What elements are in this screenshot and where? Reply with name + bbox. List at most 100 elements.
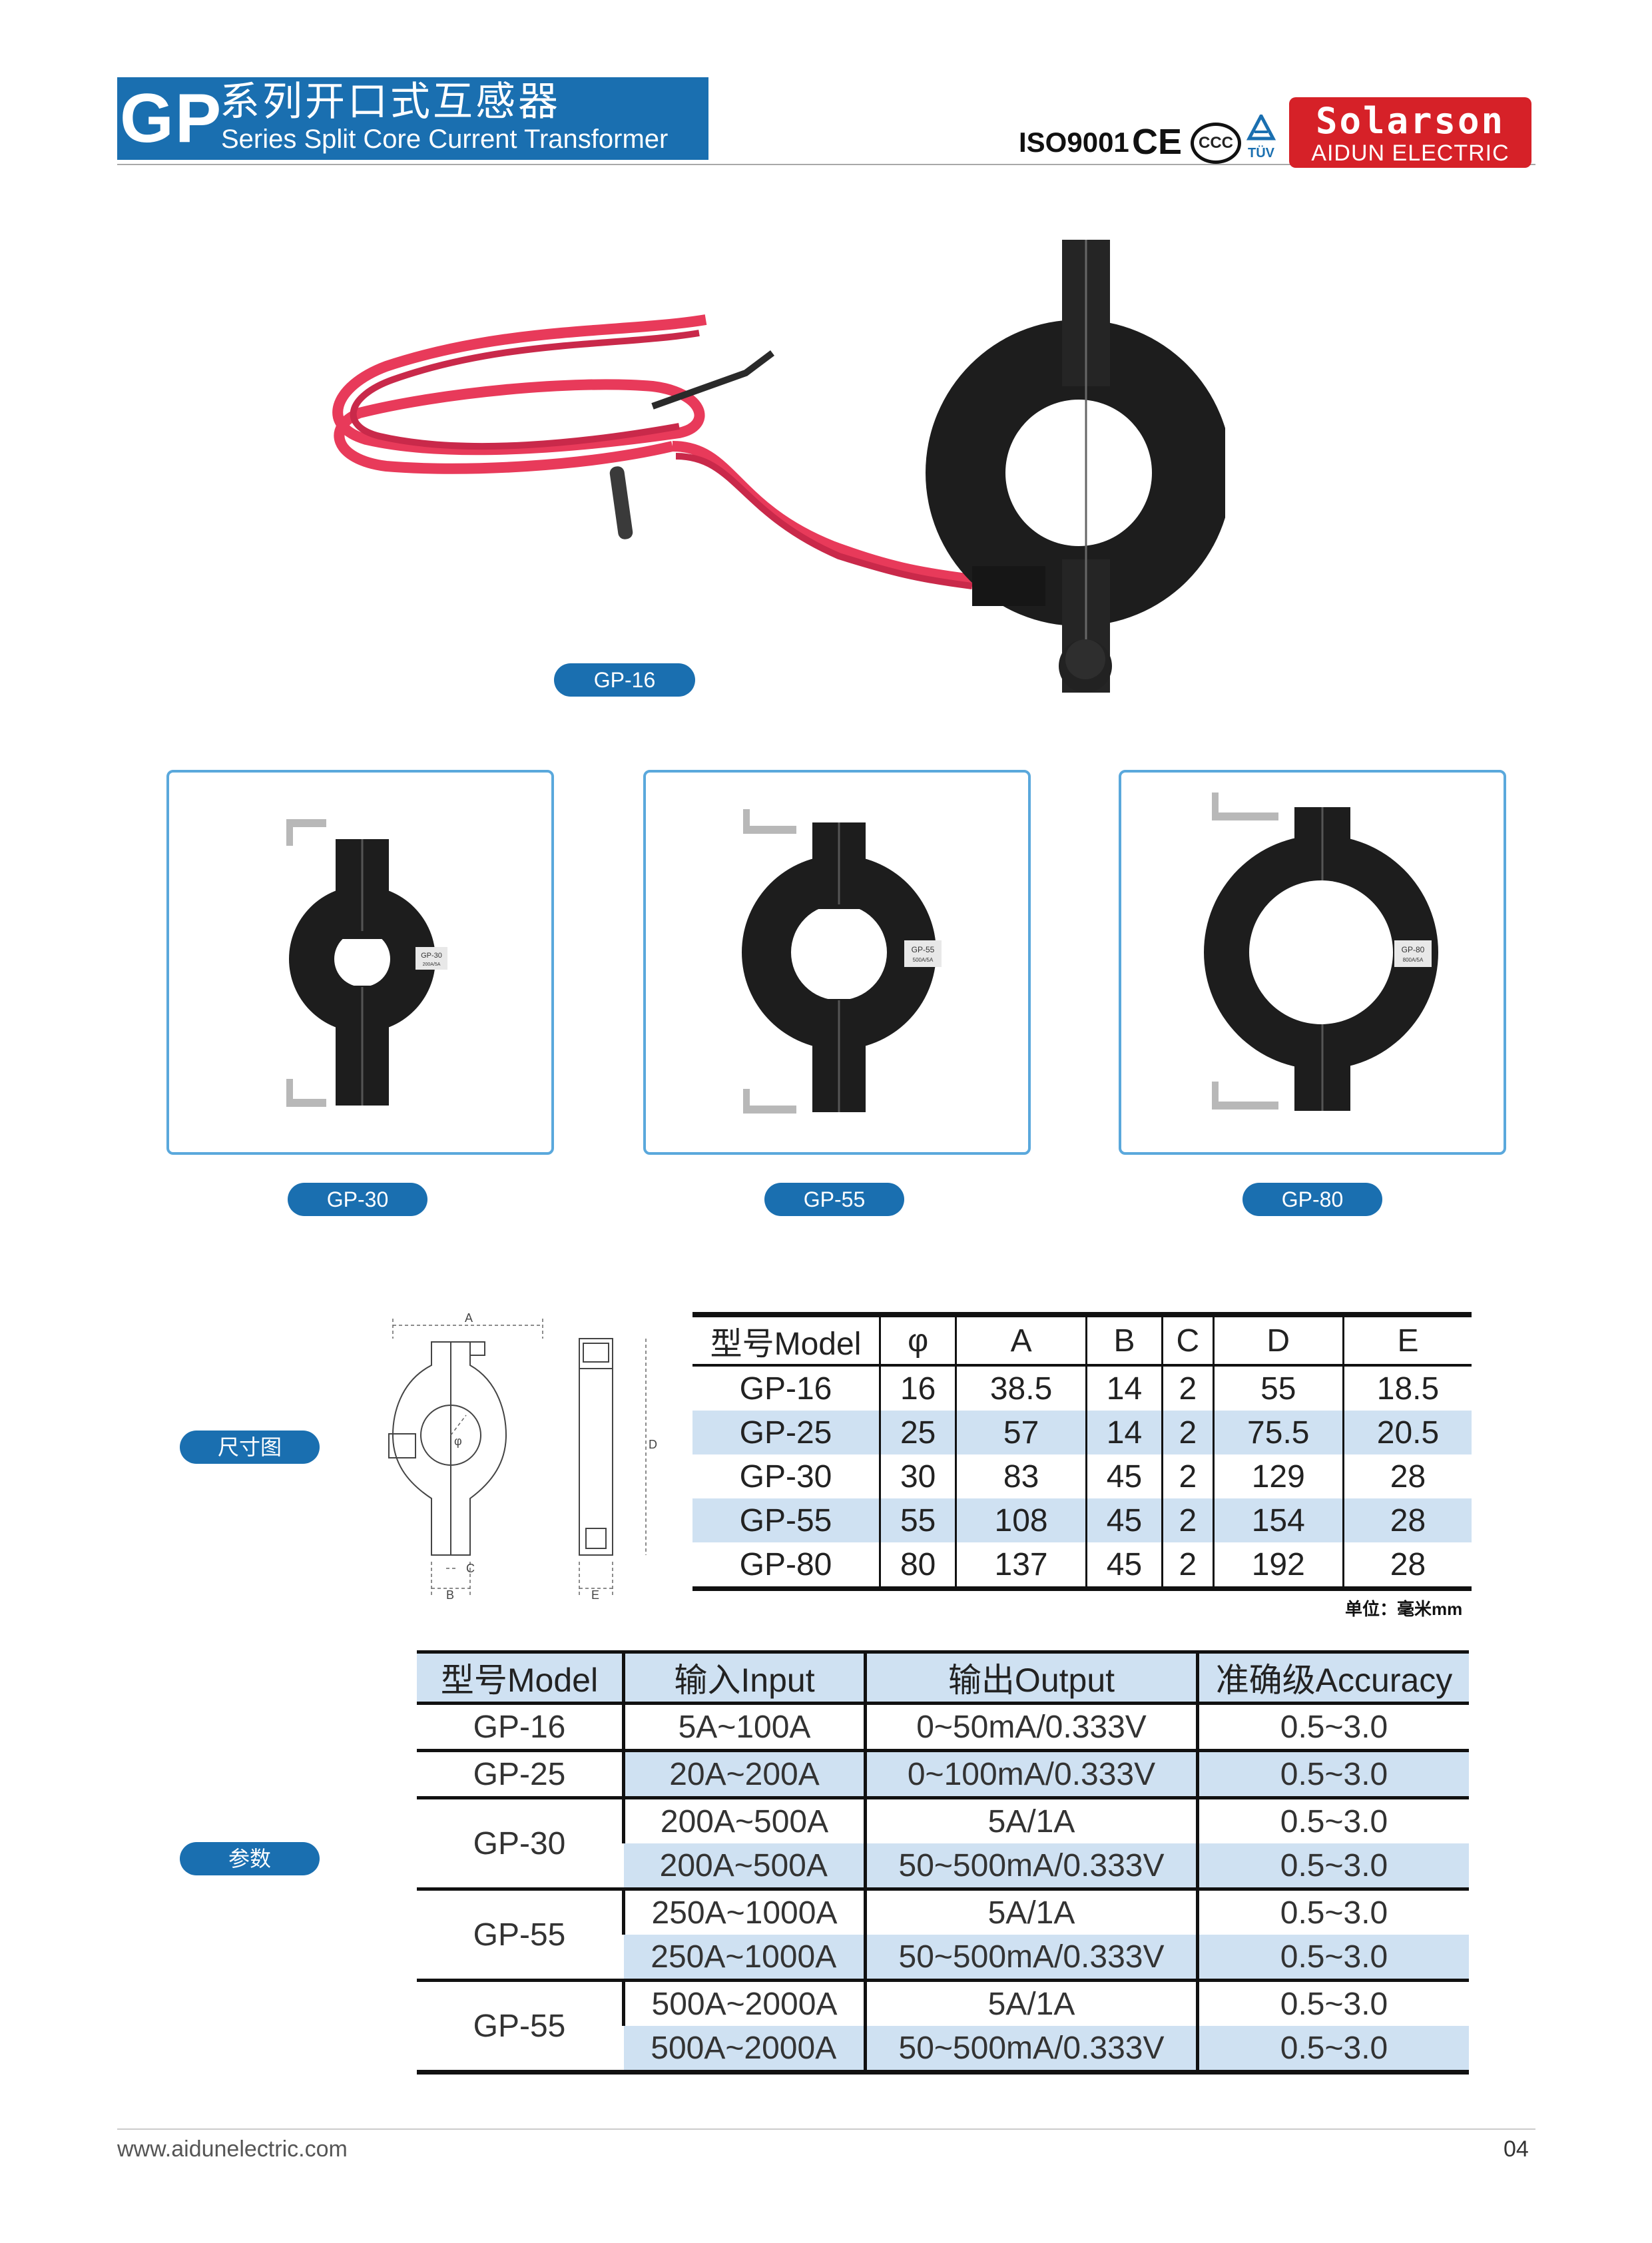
output-cell: 0~100mA/0.333V: [864, 1749, 1198, 1798]
cell: 75.5: [1212, 1411, 1344, 1454]
output-cell: 50~500mA/0.333V: [864, 1843, 1198, 1889]
model-cell: GP-55: [417, 1887, 624, 1981]
col-b: B: [1085, 1312, 1163, 1367]
gp80-tag-rating: 800A/5A: [1403, 957, 1424, 963]
table-row: 200A~500A 50~500mA/0.333V 0.5~3.0: [417, 1843, 1469, 1889]
accuracy-cell: 0.5~3.0: [1196, 1843, 1469, 1889]
col-c: C: [1161, 1312, 1214, 1367]
gp55-product-photo: GP-55 500A/5A: [742, 809, 942, 1114]
model-cell: GP-55: [417, 1979, 624, 2075]
header-divider: [117, 164, 1535, 165]
cell: 20.5: [1342, 1411, 1472, 1454]
dim-label-b: B: [446, 1588, 454, 1602]
params-table: 型号Model 输入Input 输出Output 准确级Accuracy GP-…: [417, 1650, 1469, 2075]
dimension-drawing: A B C D E φ: [388, 1311, 657, 1602]
brand-subtitle: AIDUN ELECTRIC: [1311, 141, 1510, 166]
accuracy-cell: 0.5~3.0: [1196, 1796, 1469, 1843]
page-number: 04: [1504, 2136, 1529, 2162]
table-row: GP-55 500A~2000A 5A/1A 0.5~3.0: [417, 1979, 1469, 2075]
table-row: GP-55 250A~1000A 5A/1A 0.5~3.0: [417, 1887, 1469, 1981]
input-cell: 200A~500A: [622, 1796, 866, 1843]
input-cell: 20A~200A: [622, 1749, 866, 1798]
brand-name: Solarson: [1315, 100, 1506, 142]
col-phi: φ: [878, 1312, 956, 1367]
params-header-row: 型号Model 输入Input 输出Output 准确级Accuracy: [417, 1650, 1469, 1705]
title-banner: [117, 77, 708, 160]
output-cell: 5A/1A: [864, 1979, 1198, 2026]
footer-website-link[interactable]: www.aidunelectric.com: [117, 2136, 348, 2162]
cell: 45: [1085, 1498, 1163, 1542]
cell: 16: [878, 1365, 956, 1411]
output-cell: 0~50mA/0.333V: [864, 1702, 1198, 1751]
cell: GP-25: [692, 1411, 880, 1454]
ce-mark: CE: [1132, 122, 1183, 162]
gp16-label-pill: GP-16: [554, 663, 695, 697]
accuracy-cell: 0.5~3.0: [1196, 1887, 1469, 1935]
dim-label-d: D: [649, 1438, 657, 1451]
table-row: 250A~1000A 50~500mA/0.333V 0.5~3.0: [417, 1935, 1469, 1981]
table-row: GP-25 20A~200A 0~100mA/0.333V 0.5~3.0: [417, 1749, 1469, 1798]
cell: GP-80: [692, 1542, 880, 1591]
col-d: D: [1212, 1312, 1344, 1367]
gp80-product-photo: GP-80 800A/5A: [1204, 793, 1438, 1111]
input-cell: 200A~500A: [623, 1843, 866, 1889]
cell: 137: [955, 1542, 1087, 1591]
col-e: E: [1342, 1312, 1472, 1367]
cell: GP-30: [739, 1458, 832, 1494]
page-title-en: Series Split Core Current Transformer: [221, 125, 669, 154]
accuracy-cell: 0.5~3.0: [1196, 1749, 1469, 1798]
table-row: GP-16 5A~100A 0~50mA/0.333V 0.5~3.0: [417, 1702, 1469, 1751]
gp30-tag-model: GP-30: [421, 952, 442, 960]
col-accuracy: 准确级Accuracy: [1196, 1650, 1469, 1705]
dimension-drawing-label: 尺寸图: [180, 1431, 320, 1464]
output-cell: 50~500mA/0.333V: [864, 2026, 1198, 2075]
accuracy-cell: 0.5~3.0: [1196, 2026, 1469, 2075]
model-cell: GP-16: [417, 1702, 624, 1751]
cell: 55: [1212, 1365, 1344, 1411]
input-cell: 250A~1000A: [623, 1935, 866, 1981]
gp30-product-photo: GP-30 200A/5A: [286, 819, 447, 1107]
cell: GP-16: [739, 1371, 832, 1407]
cell: 14: [1085, 1365, 1163, 1411]
product-frame-gp55: GP-55 500A/5A: [643, 770, 1031, 1155]
input-cell: 5A~100A: [622, 1702, 866, 1751]
input-cell: 500A~2000A: [622, 1979, 866, 2026]
output-cell: 5A/1A: [864, 1887, 1198, 1935]
gp55-label-pill: GP-55: [764, 1183, 904, 1216]
iso9001-mark: ISO9001: [1019, 127, 1129, 158]
gp30-tag-rating: 200A/5A: [423, 962, 441, 967]
tuv-mark-icon: TÜV: [1246, 115, 1276, 160]
accuracy-cell: 0.5~3.0: [1196, 1702, 1469, 1751]
cell: 129: [1212, 1454, 1344, 1498]
tuv-label: TÜV: [1248, 145, 1275, 160]
cell: 2: [1161, 1498, 1214, 1542]
dim-label-a: A: [465, 1311, 473, 1325]
cell: 28: [1342, 1454, 1472, 1498]
output-cell: 50~500mA/0.333V: [864, 1935, 1198, 1981]
footer-divider: [117, 2128, 1535, 2130]
accuracy-cell: 0.5~3.0: [1196, 1935, 1469, 1981]
dim-label-phi: φ: [454, 1435, 462, 1448]
col-model: 型号Model: [692, 1312, 880, 1367]
col-input: 输入Input: [622, 1650, 866, 1705]
gp80-label-pill: GP-80: [1242, 1183, 1382, 1216]
series-code: GP: [120, 80, 223, 157]
cell: 45: [1085, 1542, 1163, 1591]
dimensions-header-row: 型号Model φ A B C D E: [692, 1312, 1472, 1367]
ccc-mark: CCC: [1191, 123, 1241, 164]
gp16-product-photo: [332, 240, 1225, 693]
input-cell: 250A~1000A: [622, 1887, 866, 1935]
cell: 28: [1342, 1542, 1472, 1591]
cell: 57: [955, 1411, 1087, 1454]
output-cell: 5A/1A: [864, 1796, 1198, 1843]
col-a: A: [955, 1312, 1087, 1367]
cell: 192: [1212, 1542, 1344, 1591]
cell: 45: [1085, 1454, 1163, 1498]
gp80-tag-model: GP-80: [1402, 945, 1425, 954]
